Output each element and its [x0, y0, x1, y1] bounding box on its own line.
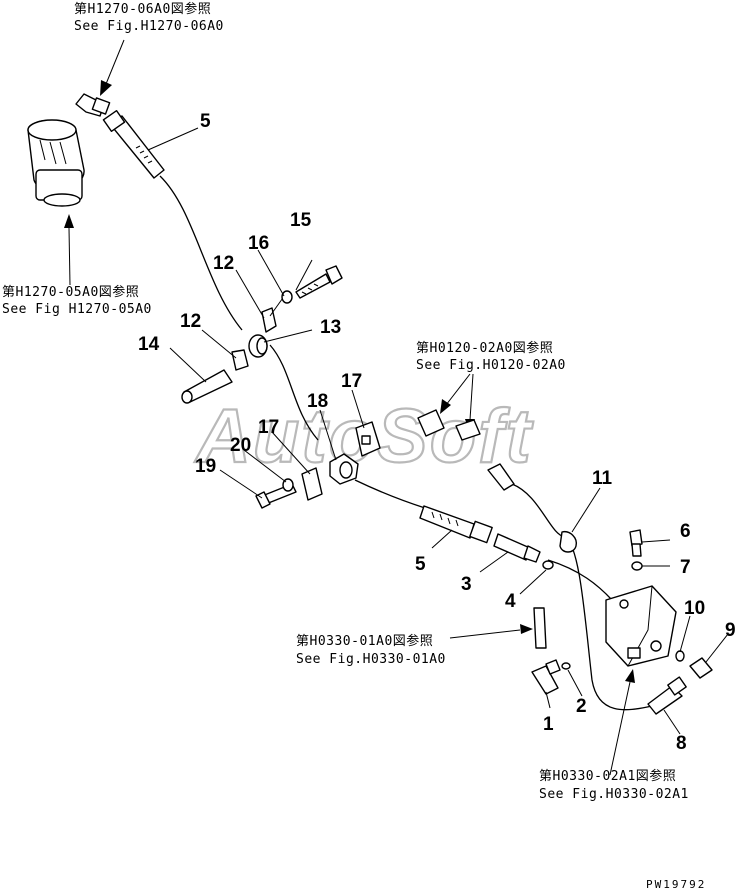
part-number-12: 12 [180, 311, 201, 332]
part-number-2: 2 [576, 696, 587, 717]
reference-h1270-06a0: 第H1270-06A0図参照 See Fig.H1270-06A0 [74, 1, 224, 34]
pipe-h0330-01a0 [533, 607, 547, 649]
sensor-fitting [417, 409, 515, 491]
filter-assembly [27, 119, 85, 207]
reference-h0120-02a0: 第H0120-02A0図参照 See Fig.H0120-02A0 [416, 340, 566, 373]
part-number-12: 12 [213, 253, 234, 274]
hose-5-lower [419, 505, 493, 544]
part-number-17: 17 [258, 417, 279, 438]
reference-h0330-01a0: 第H0330-01A0図参照 See Fig.H0330-01A0 [296, 633, 446, 667]
drawing-code: PW19792 [646, 878, 706, 891]
reference-h0330-02a1: 第H0330-02A1図参照 See Fig.H0330-02A1 [539, 768, 689, 802]
part-number-1: 1 [543, 714, 554, 735]
washer-16 [281, 290, 293, 304]
part-number-8: 8 [676, 733, 687, 754]
hose-5-upper [102, 109, 165, 179]
bolt-15 [295, 265, 343, 299]
part-number-4: 4 [505, 591, 516, 612]
elbow-fitting-top [75, 93, 111, 117]
hose-lines [159, 175, 653, 711]
part-number-11: 11 [592, 468, 613, 489]
clamp-18 [329, 453, 359, 485]
part-number-15: 15 [290, 210, 312, 231]
part-number-13: 13 [320, 317, 341, 338]
bolt-6 [629, 529, 643, 557]
part-number-6: 6 [680, 521, 691, 542]
clip-11 [559, 531, 577, 553]
part-number-19: 19 [195, 456, 216, 477]
o-ring-4 [542, 560, 554, 570]
part-number-labels: 5 15 16 12 12 13 14 17 18 17 20 19 5 3 4… [138, 111, 736, 754]
part-number-9: 9 [725, 620, 736, 641]
fitting-9 [689, 657, 713, 679]
part-number-10: 10 [684, 598, 705, 619]
part-number-14: 14 [138, 334, 160, 355]
adapter-3 [493, 533, 541, 563]
part-number-5: 5 [200, 111, 211, 132]
o-ring-10 [675, 650, 685, 662]
part-number-17: 17 [341, 371, 362, 392]
valve-block [605, 585, 677, 667]
hose-8 [647, 676, 687, 715]
bracket-17-lower [301, 467, 323, 501]
reference-label-en: See Fig.H0330-01A0 [296, 652, 446, 667]
part-number-3: 3 [461, 574, 472, 595]
reference-label-en: See Fig.H1270-06A0 [74, 19, 224, 34]
reference-h1270-05a0: 第H1270-05A0図参照 See Fig H1270-05A0 [2, 284, 152, 317]
sleeve-14 [181, 369, 233, 404]
part-number-7: 7 [680, 557, 691, 578]
clamp-12-lower [231, 349, 249, 371]
reference-label-jp: 第H1270-06A0図参照 [74, 1, 211, 17]
elbow-1 [531, 659, 561, 695]
bracket-17-upper [355, 421, 381, 457]
part-number-16: 16 [248, 233, 269, 254]
part-number-18: 18 [307, 391, 328, 412]
reference-label-jp: 第H0120-02A0図参照 [416, 340, 553, 356]
o-ring-2 [561, 662, 571, 670]
part-number-20: 20 [230, 435, 251, 456]
clamp-12-upper [261, 294, 286, 333]
reference-label-en: See Fig H1270-05A0 [2, 302, 152, 317]
reference-label-en: See Fig.H0330-02A1 [539, 787, 689, 802]
leader-lines [147, 127, 729, 735]
reference-label-jp: 第H0330-02A1図参照 [539, 768, 676, 784]
reference-label-jp: 第H0330-01A0図参照 [296, 633, 433, 649]
reference-label-en: See Fig.H0120-02A0 [416, 358, 566, 373]
grommet-13 [248, 334, 268, 358]
part-number-5: 5 [415, 554, 426, 575]
reference-label-jp: 第H1270-05A0図参照 [2, 284, 139, 300]
washer-7 [631, 561, 643, 571]
